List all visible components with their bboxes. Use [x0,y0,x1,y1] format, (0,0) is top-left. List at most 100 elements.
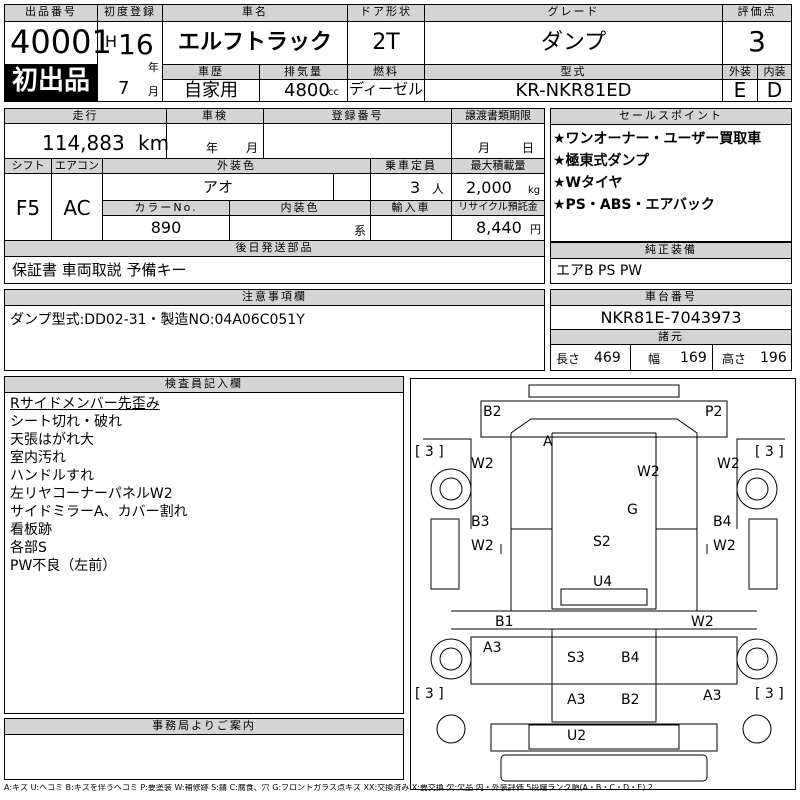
damage-mark: G [627,502,638,518]
chassis-number: NKR81E-7043973 [600,308,742,327]
damage-mark: S3 [567,650,585,666]
reg-year: 16 [118,28,154,61]
inspector-notes: Rサイドメンバー先歪み シート切れ・破れ 天張はがれ大 室内汚れ ハンドルすれ … [10,395,188,575]
mileage: 114,883 [42,131,125,155]
genuine-label: 純正装備 [551,243,791,258]
damage-mark: W2 [713,538,736,554]
width-label: 幅 [648,352,661,366]
ac: AC [63,196,91,220]
damage-mark: W2 [471,456,494,472]
note-line: 看板跡 [10,522,52,538]
damage-mark: B2 [621,692,640,708]
era: H [105,32,118,51]
transfer-day-unit: 日 [522,141,535,155]
inspector-label: 検査員記入欄 [5,377,403,392]
caution-label: 注意事項欄 [5,290,544,305]
sales-point-item: ★極東式ダンプ [553,153,650,169]
shift-label: シフト [5,159,51,173]
width: 169 [680,350,707,366]
damage-mark: W2 [471,538,494,554]
history-label: 車歴 [163,65,259,79]
tire-mark: [ 3 ] [755,444,784,460]
note-line: シート切れ・破れ [10,414,122,430]
first-listing-text: 初出品 [11,66,90,96]
first-listing-badge [5,64,97,101]
damage-mark: A3 [703,688,722,704]
length-label: 長さ [556,352,581,366]
damage-mark: A [543,434,553,450]
sales-point-item: ★PS・ABS・エアバック [553,197,715,213]
lot-label: 出品番号 [5,5,97,21]
recycle-label: リサイクル預託金 [452,201,544,215]
length: 469 [594,350,621,366]
max-load-unit: kg [528,185,541,196]
mileage-label: 走行 [5,109,166,123]
transfer-month-unit: 月 [478,141,491,155]
int-color-unit: 系 [354,224,367,238]
car-name-label: 車名 [163,5,347,21]
capacity-unit: 人 [432,182,445,196]
history: 自家用 [184,80,238,101]
damage-mark: A3 [567,692,586,708]
damage-mark: U4 [593,574,613,590]
first-reg-label: 初度登録 [98,5,162,21]
chassis-label: 車台番号 [551,290,791,305]
door: 2T [372,30,400,55]
vehicle-diagram: B2 P2 A W2 W2 W2 G B3 B4 W2 S2 W2 U4 B1 … [410,378,796,790]
damage-mark: B3 [471,514,490,530]
sales-point-item: ★ワンオーナー・ユーザー買取車 [553,131,762,147]
door-label: ドア形状 [348,5,424,21]
note-line: Rサイドメンバー先歪み [10,396,160,412]
dims-label: 諸元 [551,330,791,344]
shift: F5 [15,196,41,220]
damage-mark: B1 [495,614,514,630]
color: アオ [202,178,233,196]
note-line: 各部S [10,540,47,556]
legend: A:キズ U:ヘコミ B:キズを伴うヘコミ P:要塗装 W:補修跡 S:錆 C:… [4,784,653,792]
reg-month: 7 [118,78,130,99]
grade: ダンプ [540,30,607,55]
interior-score: D [766,78,783,102]
import-label: 輸入車 [371,201,451,215]
model-label: 型式 [425,65,722,79]
color-label: 外装色 [103,159,370,173]
tire-mark: [ 3 ] [415,686,444,702]
int-color-label: 内装色 [230,201,370,215]
damage-mark: B2 [483,404,502,420]
model: KR-NKR81ED [515,80,632,101]
grade-label: グレード [425,5,722,21]
note-line: サイドミラーA、カバー割れ [10,504,188,520]
mileage-unit: km [138,131,170,155]
sales-point-item: ★Wタイヤ [553,175,623,191]
damage-mark: B4 [621,650,640,666]
sales-points-label: セールスポイント [551,109,791,124]
damage-mark: P2 [705,404,723,420]
tire-mark: [ 3 ] [415,444,444,460]
damage-mark: W2 [637,464,660,480]
damage-mark: W2 [717,456,740,472]
truck-outline [423,384,785,782]
sales-points-block [550,108,792,242]
ac-label: エアコン [52,159,102,173]
note-line: 室内汚れ [10,450,66,466]
fuel-label: 燃料 [348,65,424,79]
reg-number-label: 登録番号 [264,109,451,123]
note-line: 左リヤコーナーパネルW2 [10,486,173,502]
damage-mark: S2 [593,534,611,550]
tire-mark: [ 3 ] [755,686,784,702]
score: 3 [748,25,766,58]
office-label: 事務局よりご案内 [5,719,403,734]
reg-month-unit: 月 [148,85,159,98]
recycle: 8,440 [476,218,522,237]
damage-mark: B4 [713,514,732,530]
inspection-year-unit: 年 [206,141,219,155]
interior-label: 内装 [758,65,791,79]
color-no: 890 [150,218,182,237]
genuine-equipment: エアB PS PW [556,263,643,279]
later-parts-label: 後日発送部品 [5,241,544,256]
lot-number: 40001 [10,23,112,61]
fuel: ディーゼル [349,80,423,98]
score-label: 評価点 [723,5,791,21]
max-load-label: 最大積載量 [452,159,544,173]
max-load: 2,000 [466,178,512,197]
